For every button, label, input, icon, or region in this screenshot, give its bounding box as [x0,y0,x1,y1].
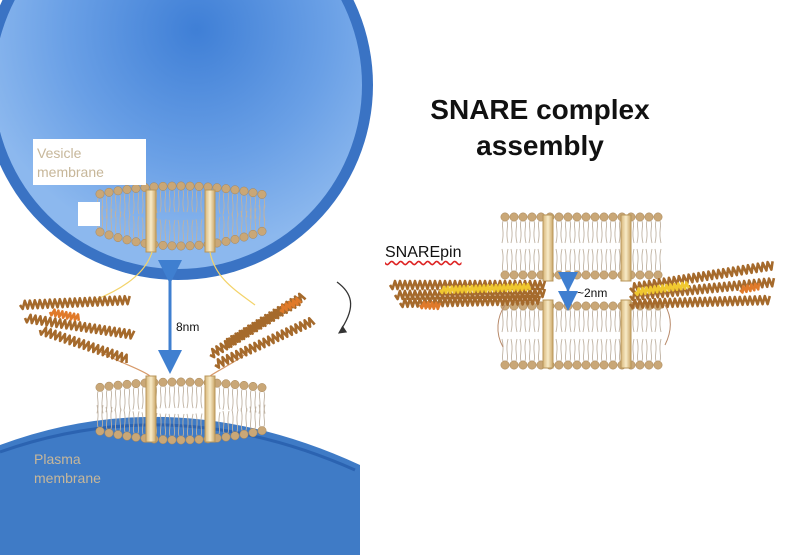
pin-right-helix-1 [629,260,774,293]
plasma-membrane-label: Plasma membrane [34,450,144,488]
distance-label-2nm: ~2nm [577,286,608,300]
vesicle-label-line-2: membrane [37,164,104,180]
title-line-1: SNARE complex [430,94,650,125]
snarepin-label: SNAREpin [385,244,462,261]
pin-right-helix-3 [628,294,772,310]
diagram-title: SNARE complex assembly [400,92,680,164]
vesicle-inner-leaflet [95,205,267,251]
title-line-2: assembly [476,130,604,161]
right-upper-inner-leaflet [500,248,663,280]
right-helix-2 [214,317,316,369]
right-helix-1 [209,296,301,359]
transition-arrow [336,281,352,334]
pin-loop-left [497,304,506,348]
pin-loop-right [664,304,671,346]
vesicle-membrane-label: Vesicle membrane [33,139,146,185]
left-helix-1 [18,294,131,311]
left-helix-orange [48,308,81,322]
left-helix-3 [38,326,128,364]
plasma-membrane [0,416,360,555]
right-lower-inner-leaflet [500,338,663,370]
right-upper-outer-leaflet [500,212,663,244]
pin-right-yellow [634,281,691,296]
right-helix-orange [279,297,302,314]
plasma-label-line-1: Plasma [34,451,81,467]
pin-right-orange [739,282,761,294]
pin-left-yellow [438,282,532,295]
plasma-outer-leaflet [95,377,267,414]
plasma-label-line-2: membrane [34,470,101,486]
distance-label-8nm: 8nm [176,320,200,334]
left-helix-2 [23,313,136,340]
white-mask [78,202,100,226]
transmembrane-domains [145,189,632,443]
right-helix-3 [224,292,307,349]
pin-left-orange [418,300,442,311]
snare-helix-bundles [18,260,776,369]
vesicle-label-line-1: Vesicle [37,145,82,161]
